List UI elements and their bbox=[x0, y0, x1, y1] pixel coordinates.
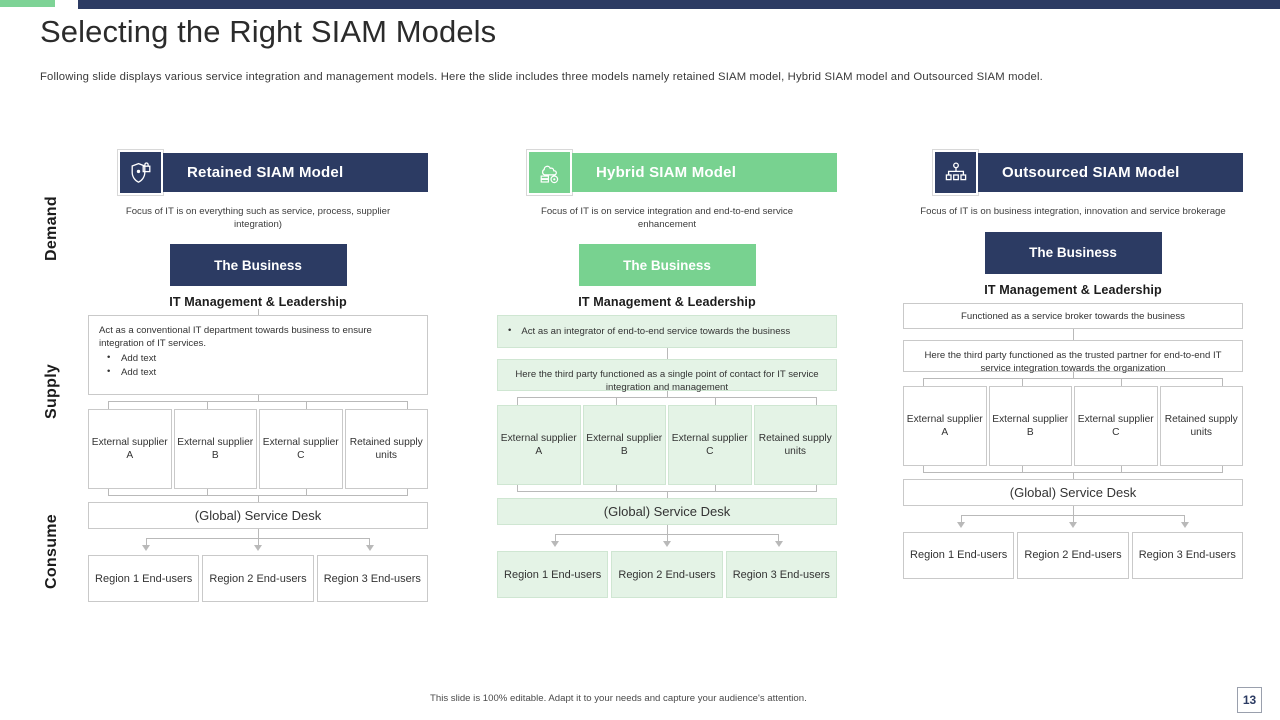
supplier-row-retained: External supplier A External supplier B … bbox=[88, 409, 428, 489]
supplier-box: External supplier B bbox=[988, 385, 1072, 466]
connector-bus-desk-outsourced bbox=[903, 465, 1243, 479]
rail-label-demand: Demand bbox=[32, 196, 72, 261]
supplier-box: External supplier A bbox=[497, 405, 581, 485]
connector-arrows-regions-retained bbox=[88, 529, 428, 555]
connector-bus-suppliers-retained bbox=[88, 395, 428, 409]
page-title: Selecting the Right SIAM Models bbox=[40, 14, 497, 49]
business-bar-wrap-retained: The Business bbox=[88, 244, 428, 286]
region-box: Region 1 End-users bbox=[903, 531, 1015, 579]
panel-primary-hybrid: • Act as an integrator of end-to-end ser… bbox=[497, 315, 837, 348]
focus-text-retained: Focus of IT is on everything such as ser… bbox=[125, 206, 391, 230]
region-box: Region 2 End-users bbox=[611, 551, 723, 598]
connector-bus-desk-hybrid bbox=[497, 485, 837, 498]
leadership-label-retained: IT Management & Leadership bbox=[169, 295, 347, 309]
panel-primary-lead-hybrid: Act as an integrator of end-to-end servi… bbox=[521, 326, 791, 337]
top-accent-bar-navy bbox=[78, 0, 1280, 9]
connector-bus-suppliers-hybrid bbox=[497, 391, 837, 405]
business-bar-hybrid: The Business bbox=[578, 244, 756, 286]
model-column-outsourced: Outsourced SIAM Model Focus of IT is on … bbox=[903, 150, 1243, 579]
panel-primary-retained: Act as a conventional IT department towa… bbox=[88, 315, 428, 395]
rail-label-consume: Consume bbox=[32, 514, 72, 589]
business-bar-wrap-outsourced: The Business bbox=[903, 231, 1243, 274]
panel-secondary-outsourced: Here the third party functioned as the t… bbox=[903, 339, 1243, 374]
leadership-label-hybrid: IT Management & Leadership bbox=[578, 295, 756, 309]
model-column-retained: Retained SIAM Model Focus of IT is on ev… bbox=[88, 150, 428, 602]
supplier-row-hybrid: External supplier A External supplier B … bbox=[497, 405, 837, 485]
card-title-retained: Retained SIAM Model bbox=[163, 153, 428, 192]
rail-label-demand-text: Demand bbox=[43, 196, 60, 261]
service-desk-hybrid: (Global) Service Desk bbox=[497, 498, 837, 525]
rail-label-supply: Supply bbox=[32, 364, 72, 419]
focus-text-hybrid: Focus of IT is on service integration an… bbox=[540, 206, 794, 230]
region-row-retained: Region 1 End-users Region 2 End-users Re… bbox=[88, 555, 428, 602]
connector-arrows-regions-outsourced bbox=[903, 505, 1243, 532]
list-item: Add text bbox=[107, 365, 417, 380]
cloud-server-icon bbox=[527, 150, 572, 195]
rail-label-consume-text: Consume bbox=[43, 514, 60, 589]
panel-primary-outsourced: Functioned as a service broker towards t… bbox=[903, 302, 1243, 329]
supplier-box: Retained supply units bbox=[1159, 385, 1243, 466]
business-bar-outsourced: The Business bbox=[984, 231, 1162, 274]
region-row-outsourced: Region 1 End-users Region 2 End-users Re… bbox=[903, 531, 1243, 579]
supplier-box: Retained supply units bbox=[753, 405, 837, 485]
bullet-glyph: • bbox=[508, 325, 512, 336]
card-header-retained: Retained SIAM Model bbox=[118, 150, 428, 195]
connector-bus-suppliers-outsourced bbox=[903, 371, 1243, 386]
model-column-hybrid: Hybrid SIAM Model Focus of IT is on serv… bbox=[497, 150, 837, 598]
shield-lock-icon bbox=[118, 150, 163, 195]
connector-bus-desk-retained bbox=[88, 489, 428, 502]
region-box: Region 2 End-users bbox=[1017, 531, 1129, 579]
connector-arrows-regions-hybrid bbox=[497, 525, 837, 551]
service-desk-retained: (Global) Service Desk bbox=[88, 502, 428, 529]
card-title-outsourced: Outsourced SIAM Model bbox=[978, 153, 1243, 192]
panel-secondary-hybrid: Here the third party functioned as a sin… bbox=[497, 359, 837, 393]
list-item: Add text bbox=[107, 351, 417, 366]
supplier-box: External supplier C bbox=[1074, 385, 1158, 466]
supplier-box: External supplier A bbox=[88, 409, 172, 489]
supplier-box: External supplier C bbox=[259, 409, 343, 489]
card-header-outsourced: Outsourced SIAM Model bbox=[933, 150, 1243, 195]
region-box: Region 3 End-users bbox=[725, 551, 837, 598]
page-subtitle: Following slide displays various service… bbox=[40, 71, 1043, 83]
panel-primary-bullets-retained: Add text Add text bbox=[99, 351, 417, 380]
region-box: Region 1 End-users bbox=[88, 555, 200, 602]
top-accent-bar-green bbox=[0, 0, 55, 7]
rail-label-supply-text: Supply bbox=[43, 363, 60, 419]
region-box: Region 2 End-users bbox=[202, 555, 314, 602]
supplier-box: External supplier A bbox=[903, 385, 987, 466]
region-row-hybrid: Region 1 End-users Region 2 End-users Re… bbox=[497, 551, 837, 598]
page-number: 13 bbox=[1237, 687, 1262, 713]
supplier-box: External supplier C bbox=[668, 405, 752, 485]
focus-text-outsourced: Focus of IT is on business integration, … bbox=[920, 206, 1226, 217]
panel-primary-lead-retained: Act as a conventional IT department towa… bbox=[99, 325, 372, 349]
supplier-box: External supplier B bbox=[582, 405, 666, 485]
supplier-box: External supplier B bbox=[173, 409, 257, 489]
region-box: Region 3 End-users bbox=[1131, 531, 1243, 579]
supplier-row-outsourced: External supplier A External supplier B … bbox=[903, 385, 1243, 466]
region-box: Region 3 End-users bbox=[316, 555, 428, 602]
card-title-hybrid: Hybrid SIAM Model bbox=[572, 153, 837, 192]
footer-note: This slide is 100% editable. Adapt it to… bbox=[430, 693, 807, 704]
business-bar-wrap-hybrid: The Business bbox=[497, 244, 837, 286]
supplier-box: Retained supply units bbox=[344, 409, 428, 489]
org-hierarchy-icon bbox=[933, 150, 978, 195]
region-box: Region 1 End-users bbox=[497, 551, 609, 598]
business-bar-retained: The Business bbox=[169, 244, 347, 286]
card-header-hybrid: Hybrid SIAM Model bbox=[527, 150, 837, 195]
leadership-label-outsourced: IT Management & Leadership bbox=[984, 282, 1162, 297]
service-desk-outsourced: (Global) Service Desk bbox=[903, 478, 1243, 506]
